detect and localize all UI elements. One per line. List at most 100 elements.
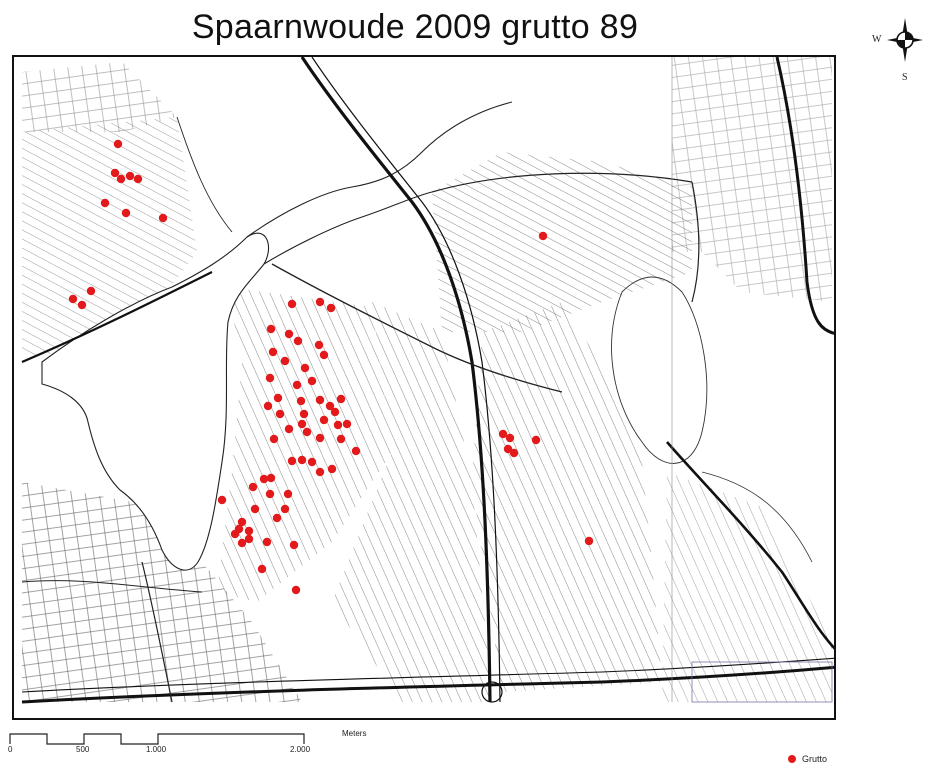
grutto-point[interactable]: [315, 467, 325, 477]
grutto-point[interactable]: [284, 329, 294, 339]
scale-label-1000: 1.000: [146, 745, 167, 754]
grutto-point[interactable]: [296, 396, 306, 406]
legend-label: Grutto: [802, 754, 828, 764]
grutto-point[interactable]: [297, 419, 307, 429]
grutto-point[interactable]: [248, 482, 258, 492]
grutto-point[interactable]: [113, 139, 123, 149]
grutto-point[interactable]: [315, 433, 325, 443]
built-area-northwest: [22, 62, 177, 132]
grutto-point[interactable]: [326, 303, 336, 313]
grutto-point[interactable]: [266, 324, 276, 334]
grutto-point[interactable]: [509, 448, 519, 458]
creek: [701, 471, 813, 563]
grutto-point[interactable]: [110, 168, 120, 178]
grutto-point[interactable]: [538, 231, 548, 241]
grutto-point[interactable]: [259, 474, 269, 484]
scale-label-2000: 2.000: [290, 745, 311, 754]
grutto-point[interactable]: [268, 347, 278, 357]
scale-unit-label: Meters: [342, 729, 367, 738]
interchange: [481, 681, 503, 703]
road-diagonal: [271, 263, 563, 393]
grutto-point[interactable]: [498, 429, 508, 439]
grutto-point[interactable]: [307, 376, 317, 386]
grutto-point[interactable]: [273, 393, 283, 403]
grutto-point[interactable]: [291, 585, 301, 595]
grutto-symbol-icon: [788, 755, 796, 763]
grutto-point[interactable]: [237, 538, 247, 548]
grutto-point[interactable]: [283, 489, 293, 499]
grutto-point[interactable]: [280, 356, 290, 366]
grutto-point[interactable]: [265, 489, 275, 499]
grutto-point[interactable]: [244, 526, 254, 536]
grutto-point[interactable]: [289, 540, 299, 550]
grutto-point[interactable]: [217, 495, 227, 505]
grutto-point[interactable]: [505, 433, 515, 443]
parcel-area-middle: [332, 302, 492, 702]
lake: [41, 232, 270, 571]
industrial-area: [691, 661, 833, 703]
grutto-point[interactable]: [336, 394, 346, 404]
grutto-point[interactable]: [250, 504, 260, 514]
grutto-point[interactable]: [284, 424, 294, 434]
grutto-point[interactable]: [302, 427, 312, 437]
grutto-point[interactable]: [265, 373, 275, 383]
grutto-point[interactable]: [230, 529, 240, 539]
compass-west-label: W: [872, 34, 882, 45]
grutto-point[interactable]: [121, 208, 131, 218]
grutto-point[interactable]: [272, 513, 282, 523]
grutto-point[interactable]: [244, 534, 254, 544]
grutto-point[interactable]: [158, 213, 168, 223]
grutto-point[interactable]: [314, 340, 324, 350]
grutto-point[interactable]: [351, 446, 361, 456]
grutto-point[interactable]: [86, 286, 96, 296]
grutto-point[interactable]: [584, 536, 594, 546]
parcel-area-east: [472, 302, 662, 692]
grutto-point[interactable]: [133, 174, 143, 184]
grutto-point[interactable]: [280, 504, 290, 514]
grutto-point[interactable]: [293, 336, 303, 346]
grutto-point[interactable]: [269, 434, 279, 444]
grutto-point[interactable]: [287, 299, 297, 309]
grutto-point[interactable]: [531, 435, 541, 445]
parcel-area-southeast: [662, 472, 832, 702]
grutto-point[interactable]: [327, 464, 337, 474]
grutto-point[interactable]: [315, 395, 325, 405]
grutto-point[interactable]: [263, 401, 273, 411]
grutto-point[interactable]: [257, 564, 267, 574]
compass-rose-icon: [887, 18, 923, 62]
grutto-point[interactable]: [342, 419, 352, 429]
river-north-bank: [263, 191, 433, 265]
grutto-point[interactable]: [68, 294, 78, 304]
grutto-point[interactable]: [266, 473, 276, 483]
grutto-point[interactable]: [275, 409, 285, 419]
grutto-point[interactable]: [116, 174, 126, 184]
grutto-point[interactable]: [333, 420, 343, 430]
grutto-point[interactable]: [336, 434, 346, 444]
grutto-point[interactable]: [503, 444, 513, 454]
grutto-point[interactable]: [330, 407, 340, 417]
grutto-point[interactable]: [319, 350, 329, 360]
grutto-point[interactable]: [315, 297, 325, 307]
road-west: [21, 271, 213, 364]
grutto-point[interactable]: [325, 401, 335, 411]
grutto-point[interactable]: [300, 363, 310, 373]
road-south: [21, 657, 834, 693]
grutto-point[interactable]: [287, 456, 297, 466]
grutto-point[interactable]: [319, 415, 329, 425]
grutto-point[interactable]: [262, 537, 272, 547]
scale-bar-graphic: [9, 733, 305, 745]
grutto-point[interactable]: [297, 455, 307, 465]
parcel-area-central: [217, 287, 392, 602]
grutto-point[interactable]: [292, 380, 302, 390]
scale-label-500: 500: [76, 745, 90, 754]
grutto-point[interactable]: [299, 409, 309, 419]
street: [21, 580, 203, 593]
grutto-point[interactable]: [237, 517, 247, 527]
built-area-northeast: [672, 57, 832, 302]
grutto-point[interactable]: [77, 300, 87, 310]
grutto-point[interactable]: [100, 198, 110, 208]
grutto-point[interactable]: [307, 457, 317, 467]
grutto-point[interactable]: [125, 171, 135, 181]
north-arrow: W S: [872, 14, 938, 86]
map-canvas[interactable]: [12, 55, 836, 720]
